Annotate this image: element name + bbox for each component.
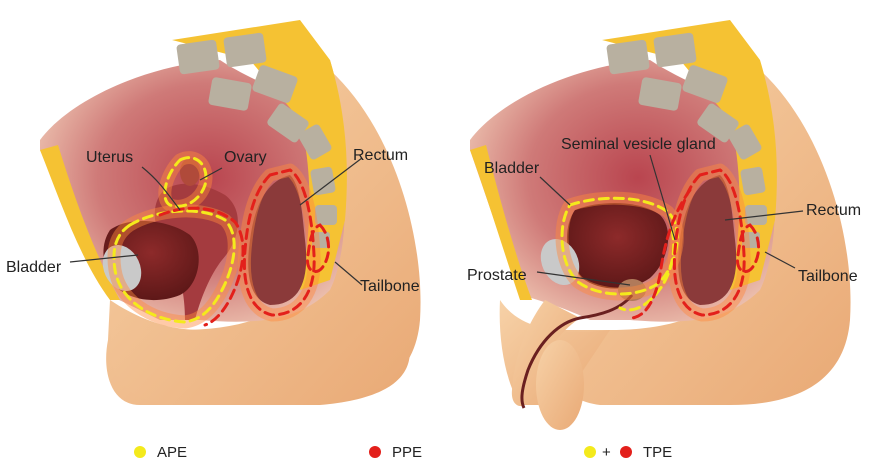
male-scrotum (536, 340, 584, 430)
label-uterus: Uterus (86, 149, 133, 166)
legend-ape-label: APE (157, 444, 187, 459)
legend: APE PPE + TPE (134, 444, 672, 459)
legend-tpe-red-marker (620, 446, 632, 458)
legend-plus-sign: + (602, 444, 611, 459)
male-pelvis-illustration (470, 20, 851, 430)
legend-ppe-label: PPE (392, 444, 422, 459)
label-ovary: Ovary (224, 149, 267, 166)
label-bladder-left: Bladder (6, 259, 62, 276)
legend-ppe-marker (369, 446, 381, 458)
label-seminal-vesicle-gland: Seminal vesicle gland (561, 136, 716, 153)
label-rectum-right: Rectum (806, 202, 861, 219)
label-prostate: Prostate (467, 267, 527, 284)
legend-tpe-label: TPE (643, 444, 672, 459)
label-tailbone-left: Tailbone (360, 278, 420, 295)
legend-ape-marker (134, 446, 146, 458)
label-rectum-left: Rectum (353, 147, 408, 164)
legend-tpe-yellow-marker (584, 446, 596, 458)
female-pelvis-illustration (40, 20, 421, 405)
label-tailbone-right: Tailbone (798, 268, 858, 285)
label-bladder-right: Bladder (484, 160, 540, 177)
